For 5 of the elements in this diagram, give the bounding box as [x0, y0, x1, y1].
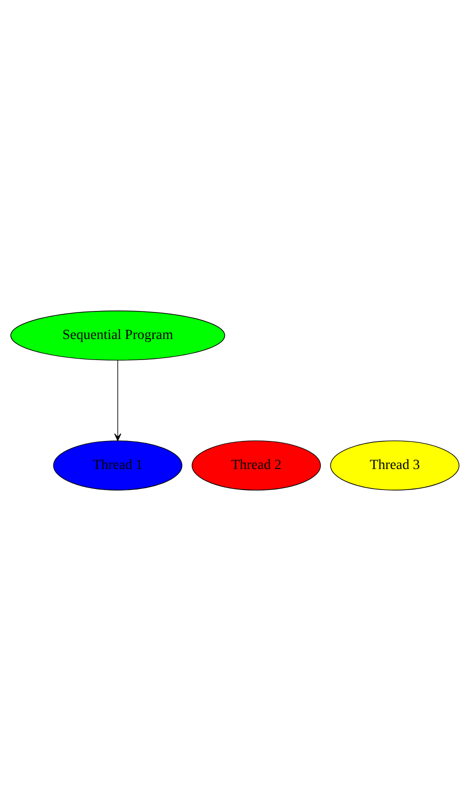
arrow	[114, 360, 122, 441]
node-ellipse: Thread 3	[330, 440, 460, 490]
node-ellipse: Sequential Program	[10, 310, 226, 360]
node-ellipse: Thread 2	[192, 440, 321, 490]
node-ellipse: Thread 1	[53, 440, 182, 490]
